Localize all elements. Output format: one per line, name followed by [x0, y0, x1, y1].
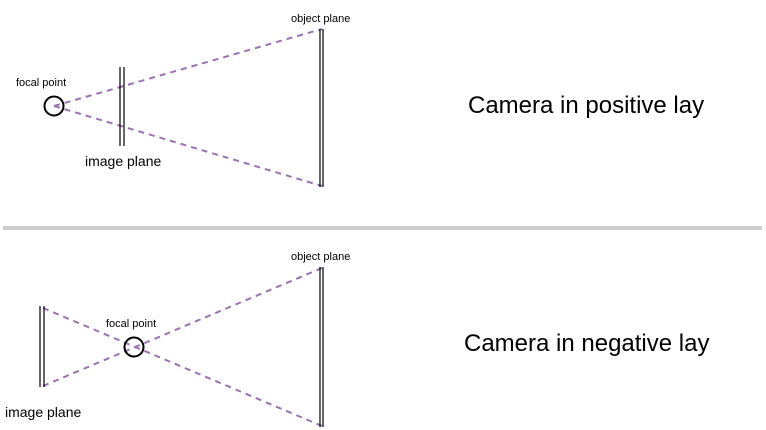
bottom-object-plane [319, 267, 324, 427]
top-title: Camera in positive lay [468, 92, 704, 119]
top-image-plane-label: image plane [85, 153, 161, 169]
bottom-image-plane [39, 306, 45, 387]
top-focal-point [43, 95, 65, 117]
top-focal-point-label: focal point [16, 77, 66, 89]
top-ray-lower [53, 105, 323, 187]
negative-lay-panel: object plane image plane focal point Cam… [5, 251, 709, 427]
bottom-title: Camera in negative lay [464, 330, 709, 357]
bottom-focal-point-label: focal point [106, 318, 156, 330]
top-ray-upper [53, 28, 323, 107]
top-image-plane [119, 67, 125, 146]
top-object-plane-label: object plane [291, 13, 350, 25]
bottom-focal-point [123, 336, 145, 358]
bottom-image-plane-label: image plane [5, 404, 81, 420]
bottom-object-plane-label: object plane [291, 251, 350, 263]
top-object-plane [319, 29, 324, 187]
bottom-ray-b [42, 267, 323, 387]
positive-lay-panel: object plane image plane focal point Cam… [16, 13, 704, 187]
bottom-ray-a [42, 307, 323, 427]
